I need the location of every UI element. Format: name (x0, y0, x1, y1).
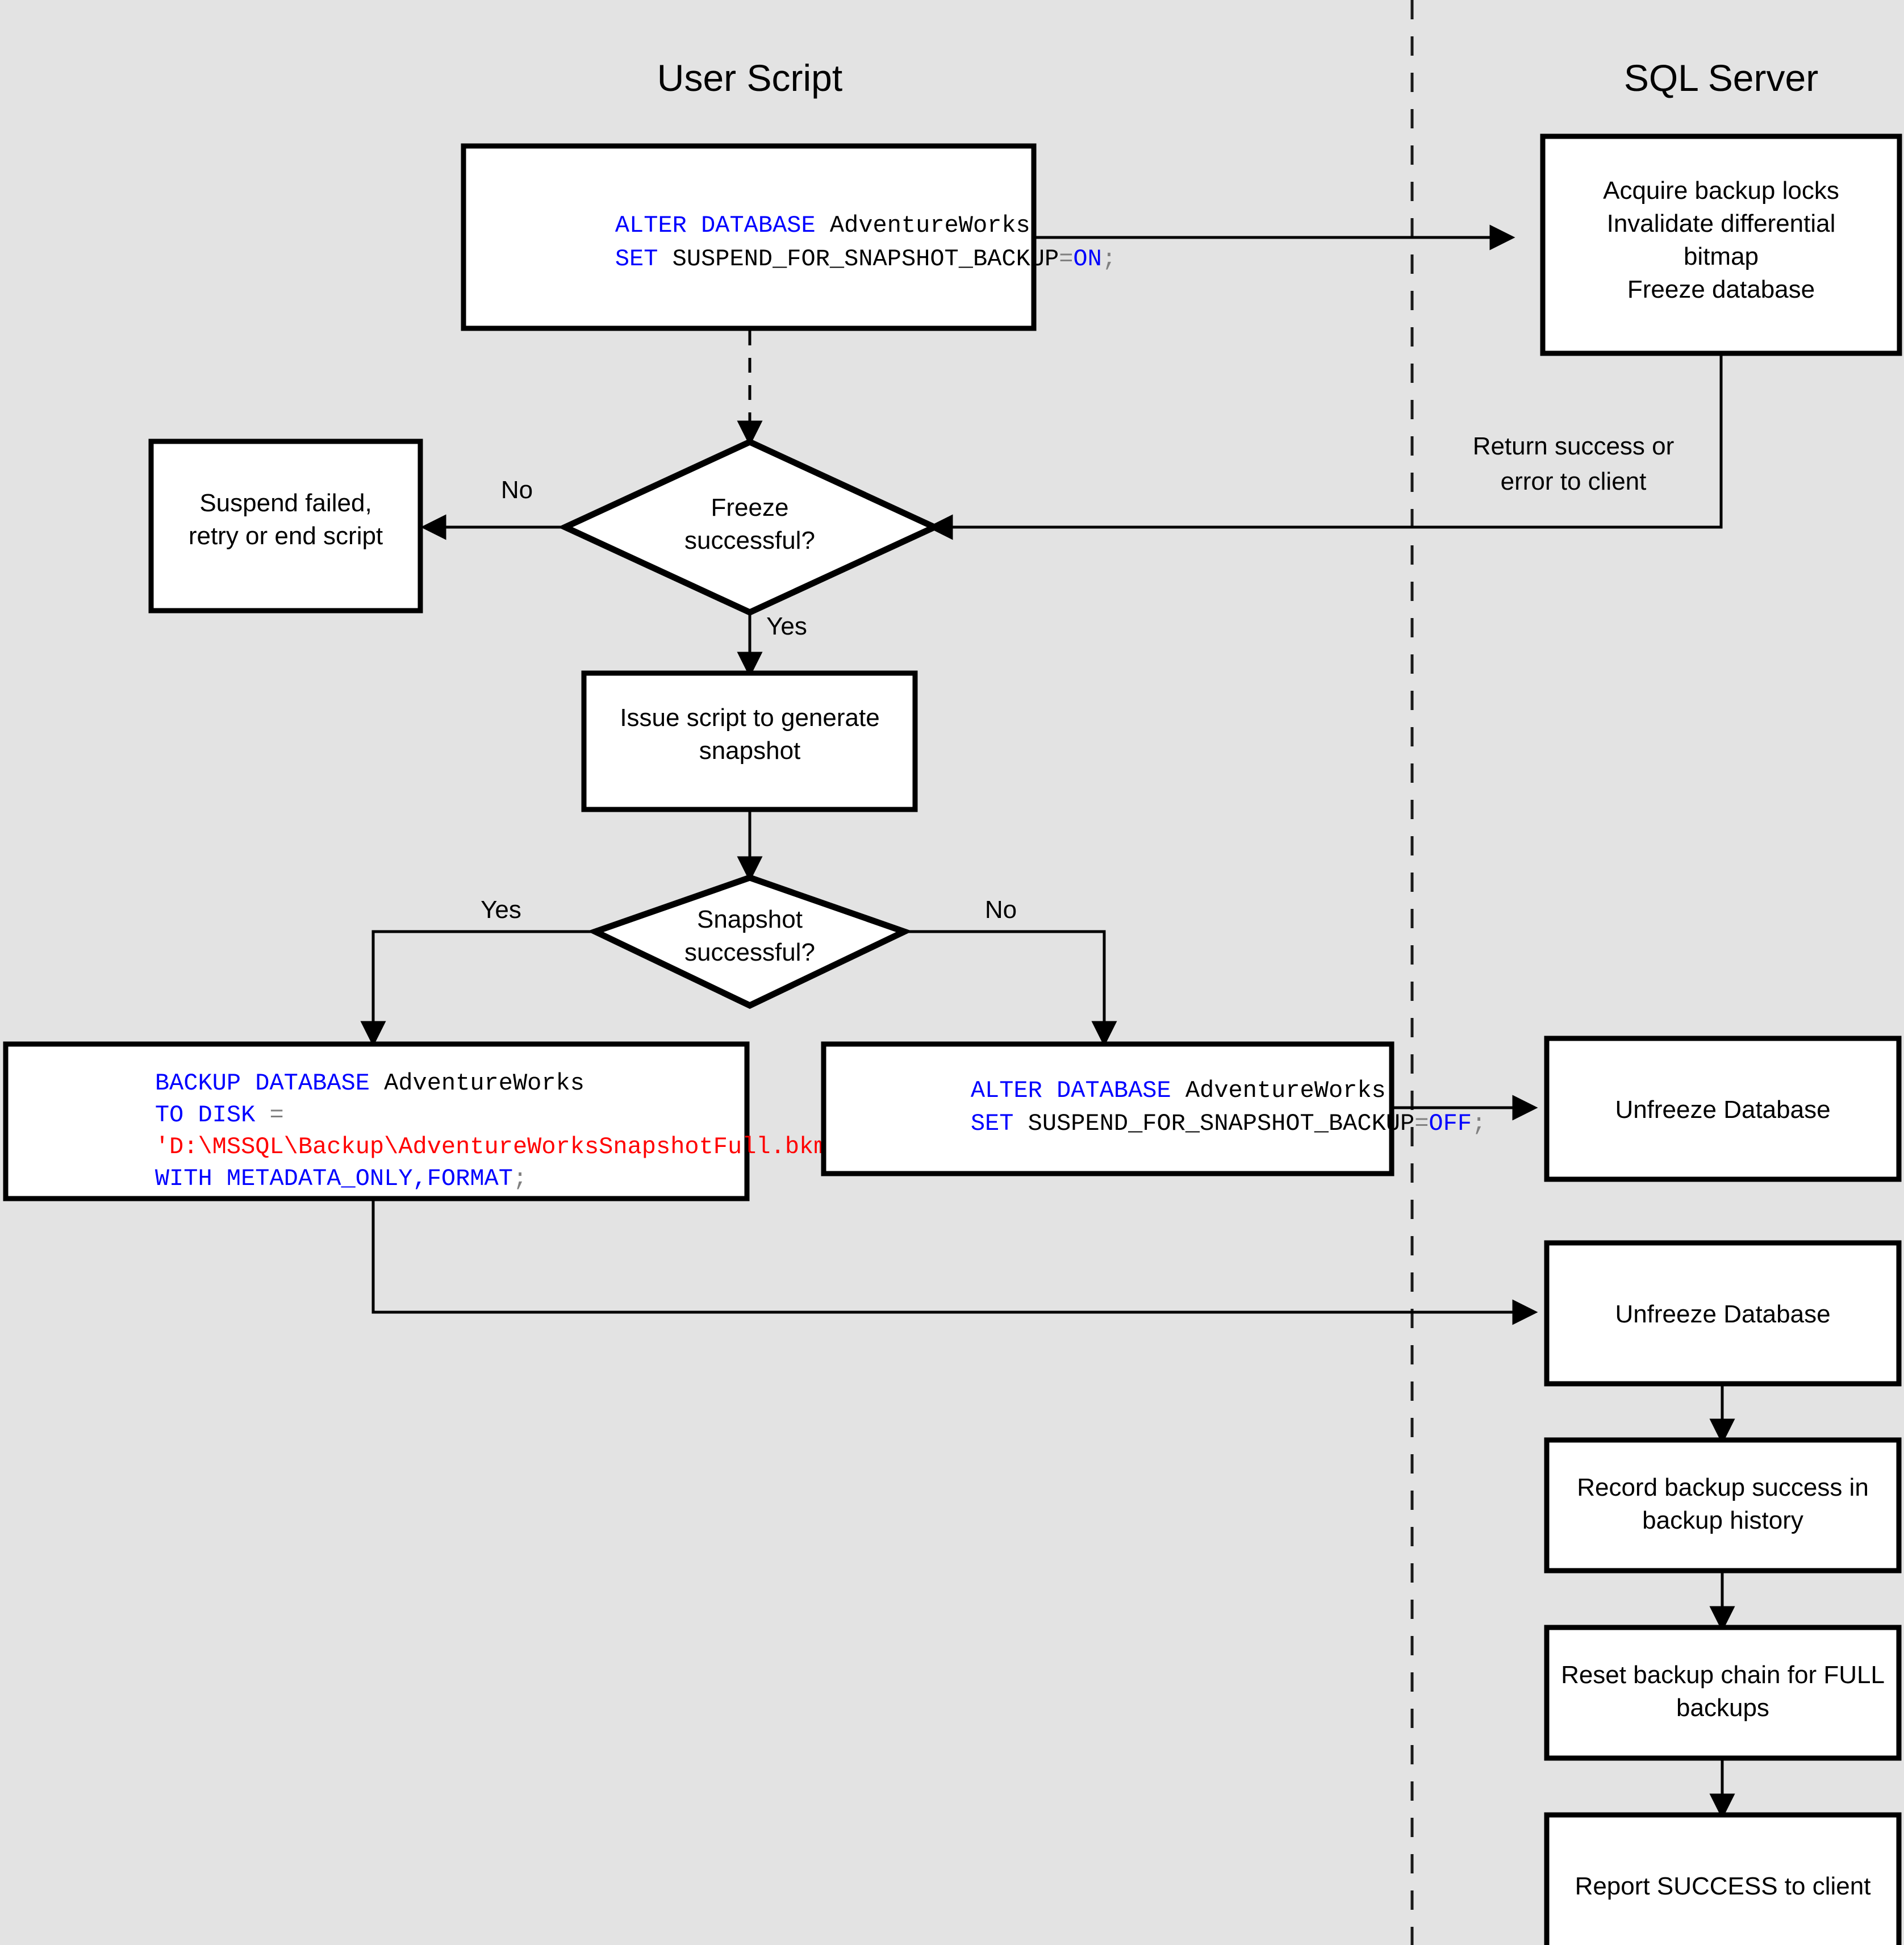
node-issue-script-line-1: Issue script to generate (620, 704, 879, 732)
edge-snapshot-no-to-alter-off (902, 930, 1117, 1047)
node-freeze-decision-line-2: successful? (684, 527, 815, 554)
node-unfreeze-database-2[interactable]: Unfreeze Database (1544, 1240, 1902, 1387)
node-acquire-locks-line-4: Freeze database (1627, 276, 1815, 303)
node-report-success[interactable]: Report SUCCESS to client (1544, 1812, 1902, 1945)
node-unfreeze-1-label: Unfreeze Database (1615, 1096, 1830, 1124)
node-suspend-failed-line-2: retry or end script (189, 522, 383, 550)
node-backup-database-line-2: TO DISK = (26, 1101, 384, 1129)
node-suspend-failed[interactable]: Suspend failed, retry or end script (148, 439, 423, 613)
edge-label-freeze-no: No (501, 476, 533, 504)
lane-title-user-script: User Script (657, 57, 842, 99)
node-record-backup-line-1: Record backup success in (1577, 1474, 1869, 1501)
edge-snapshot-yes-to-backup-database (360, 930, 598, 1047)
edge-label-snapshot-no: No (985, 896, 1017, 924)
node-unfreeze-database-1[interactable]: Unfreeze Database (1544, 1036, 1902, 1182)
node-freeze-decision-line-1: Freeze (711, 494, 789, 521)
lane-title-sql-server: SQL Server (1624, 57, 1818, 99)
edge-backup-database-to-unfreeze-2 (371, 1199, 1538, 1325)
node-reset-chain-line-1: Reset backup chain for FULL (1561, 1661, 1885, 1689)
node-backup-database[interactable]: BACKUP DATABASE AdventureWorks TO DISK =… (3, 1041, 942, 1201)
node-unfreeze-2-label: Unfreeze Database (1615, 1300, 1830, 1328)
node-snapshot-successful-decision[interactable]: Snapshot successful? (587, 874, 913, 1009)
node-alter-on-line-2: SET SUSPEND_FOR_SNAPSHOT_BACKUP=ON; (486, 245, 1216, 273)
node-backup-database-line-3: 'D:\MSSQL\Backup\AdventureWorksSnapshotF… (26, 1133, 942, 1161)
node-snapshot-decision-line-2: successful? (684, 938, 815, 966)
node-issue-script-line-2: snapshot (699, 737, 801, 765)
node-alter-database-on[interactable]: ALTER DATABASE AdventureWorks SET SUSPEN… (461, 143, 1216, 331)
edge-acquire-locks-to-freeze-decision (927, 352, 1723, 540)
edge-label-return-to-client: Return success or error to client (1473, 432, 1675, 495)
edge-label-freeze-yes: Yes (766, 612, 807, 640)
node-acquire-locks-line-1: Acquire backup locks (1603, 177, 1839, 204)
node-report-success-label: Report SUCCESS to client (1575, 1872, 1871, 1900)
node-snapshot-decision-line-1: Snapshot (697, 905, 803, 933)
node-issue-script[interactable]: Issue script to generate snapshot (581, 670, 918, 812)
node-alter-on-line-1: ALTER DATABASE AdventureWorks (486, 212, 1130, 239)
return-to-client-line-1: Return success or (1473, 432, 1675, 460)
node-reset-backup-chain[interactable]: Reset backup chain for FULL backups (1544, 1625, 1902, 1761)
edge-label-snapshot-yes: Yes (481, 896, 521, 924)
return-to-client-line-2: error to client (1501, 468, 1647, 495)
node-record-backup-success[interactable]: Record backup success in backup history (1544, 1437, 1902, 1573)
node-acquire-backup-locks[interactable]: Acquire backup locks Invalidate differen… (1540, 133, 1902, 356)
node-acquire-locks-line-2: Invalidate differential (1607, 210, 1836, 237)
node-alter-off-line-2: SET SUSPEND_FOR_SNAPSHOT_BACKUP=OFF; (842, 1110, 1586, 1137)
node-reset-chain-line-2: backups (1676, 1694, 1769, 1722)
node-freeze-successful-decision[interactable]: Freeze successful? (557, 438, 942, 616)
node-backup-database-line-4: WITH METADATA_ONLY,FORMAT; (26, 1165, 628, 1192)
node-alter-database-off[interactable]: ALTER DATABASE AdventureWorks SET SUSPEN… (821, 1041, 1586, 1176)
node-acquire-locks-line-3: bitmap (1684, 243, 1759, 270)
node-alter-off-line-1: ALTER DATABASE AdventureWorks (842, 1077, 1486, 1104)
node-suspend-failed-line-1: Suspend failed, (199, 489, 371, 517)
node-record-backup-line-2: backup history (1642, 1506, 1803, 1534)
node-backup-database-line-1: BACKUP DATABASE AdventureWorks (26, 1070, 684, 1097)
